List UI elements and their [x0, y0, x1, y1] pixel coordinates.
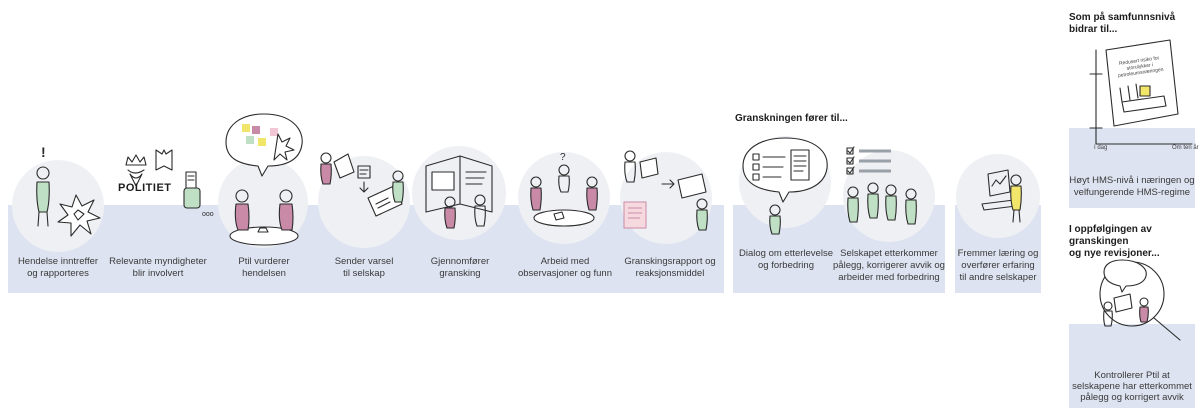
observations-illustration: ?	[530, 152, 598, 227]
step-report-line-1: Granskingsrapport og	[624, 256, 716, 267]
right-top-label: Høyt HMS-nivå i næringen og velfungerend…	[1069, 175, 1195, 199]
politi-logo: POLITIET	[118, 182, 172, 194]
step-learning-line-1: Fremmer læring og	[957, 248, 1039, 259]
svg-text:ooo: ooo	[202, 211, 214, 218]
right-bottom-line-3: pålegg og korrigert avvik	[1080, 392, 1184, 403]
step-observations: ? Arbeid med observasjoner og funn	[510, 130, 620, 290]
step-incident: ! Hendelse inntreffer og rapporteres	[8, 130, 108, 290]
step-dialogue: Dialog om etterlevelse og forbedring	[733, 130, 839, 290]
svg-text:!: !	[41, 144, 46, 160]
step-incident-label: Hendelse inntreffer og rapporteres	[8, 256, 108, 280]
step-authorities-label: Relevante myndigheter blir involvert	[108, 256, 208, 280]
right-bottom-header: I oppfølgingen av granskingen og nye rev…	[1069, 224, 1204, 260]
step-send-notice: Sender varsel til selskap	[314, 130, 414, 290]
crown-icon	[125, 154, 147, 166]
step-dialogue-line-1: Dialog om etterlevelse	[739, 248, 833, 259]
right-top-band	[1069, 128, 1195, 208]
step-ptil-line-2: hendelsen	[242, 268, 286, 279]
step-ptil-assess: Ptil vurderer hendelsen	[212, 112, 316, 290]
step-learning: Fremmer læring og overfører erfaring til…	[952, 130, 1044, 290]
group2-header: Granskningen fører til...	[735, 113, 848, 124]
step-company-complies: Selskapet etterkommer pålegg, korrigerer…	[833, 130, 945, 290]
right-bottom-label: Kontrollerer Ptil at selskapene har ette…	[1069, 370, 1195, 403]
step-report-label: Granskingsrapport og reaksjonsmiddel	[616, 256, 724, 280]
investigate-illustration	[425, 155, 493, 229]
right-bottom-header-line-1: I oppfølgingen av granskingen	[1069, 224, 1152, 247]
step-learning-line-2: overfører erfaring	[961, 260, 1035, 271]
step-report: Granskingsrapport og reaksjonsmiddel	[616, 130, 724, 290]
hse-report-illustration	[1089, 39, 1193, 145]
step-send-line-2: til selskap	[343, 268, 385, 279]
right-top-line-1: Høyt HMS-nivå i næringen og	[1069, 175, 1195, 186]
step-incident-line-1: Hendelse inntreffer	[17, 256, 99, 267]
right-top-header-line-2: bidrar til...	[1069, 24, 1118, 35]
ptil-assess-illustration	[225, 113, 303, 246]
step-complies-line-3: arbeider med forbedring	[838, 272, 940, 283]
step-send-notice-label: Sender varsel til selskap	[314, 256, 414, 280]
company-complies-illustration	[846, 146, 917, 225]
send-notice-illustration	[320, 152, 404, 217]
step-send-line-1: Sender varsel	[334, 256, 394, 267]
magnifier-illustration	[1099, 259, 1181, 341]
step-investigate: Gjennomfører gransking	[408, 130, 512, 290]
government-emblem-icon	[155, 149, 173, 171]
step-ptil-line-1: Ptil vurderer	[238, 256, 290, 267]
step-observations-label: Arbeid med observasjoner og funn	[510, 256, 620, 280]
step-authorities-line-2: blir involvert	[132, 268, 184, 279]
step-complies-line-2: pålegg, korrigerer avvik og	[833, 260, 945, 271]
step-authorities-line-1: Relevante myndigheter	[109, 256, 207, 267]
step-complies-label: Selskapet etterkommer pålegg, korrigerer…	[833, 248, 945, 284]
right-bottom-header-line-2: og nye revisjoner...	[1069, 248, 1160, 259]
learning-illustration	[981, 169, 1022, 223]
step-investigate-line-1: Gjennomfører	[430, 256, 490, 267]
step-incident-line-2: og rapporteres	[27, 268, 89, 279]
step-learning-label: Fremmer læring og overfører erfaring til…	[952, 248, 1044, 284]
step-learning-line-3: til andre selskaper	[959, 272, 1037, 283]
dialogue-illustration	[742, 137, 828, 235]
step-observations-line-2: observasjoner og funn	[517, 268, 612, 279]
svg-text:?: ?	[560, 152, 566, 163]
right-top-header: Som på samfunnsnivå bidrar til...	[1069, 12, 1175, 36]
right-top-header-line-1: Som på samfunnsnivå	[1069, 12, 1176, 23]
step-investigate-label: Gjennomfører gransking	[408, 256, 512, 280]
right-top-line-2: velfungerende HMS-regime	[1073, 187, 1191, 198]
step-investigate-circle	[412, 146, 506, 240]
axis-label-today: I dag	[1094, 145, 1108, 151]
right-bottom-line-2: selskapene har etterkommet	[1072, 381, 1192, 392]
report-illustration	[623, 150, 708, 231]
authorities-illustration: ooo	[125, 149, 214, 218]
incident-illustration: !	[36, 144, 101, 237]
step-investigate-line-2: gransking	[439, 268, 481, 279]
step-observations-line-1: Arbeid med	[540, 256, 590, 267]
step-dialogue-line-2: og forbedring	[758, 260, 814, 271]
step-dialogue-label: Dialog om etterlevelse og forbedring	[733, 248, 839, 272]
axis-label-future: Om ten år	[1172, 145, 1199, 151]
step-learning-circle	[956, 154, 1040, 238]
right-bottom-band	[1069, 324, 1195, 408]
step-complies-line-1: Selskapet etterkommer	[840, 248, 938, 259]
step-report-line-2: reaksjonsmiddel	[635, 268, 705, 279]
step-ptil-assess-label: Ptil vurderer hendelsen	[212, 256, 316, 280]
step-authorities: ooo POLITIET Relevante myndigheter blir …	[108, 130, 214, 290]
right-bottom-line-1: Kontrollerer Ptil at	[1094, 370, 1170, 381]
